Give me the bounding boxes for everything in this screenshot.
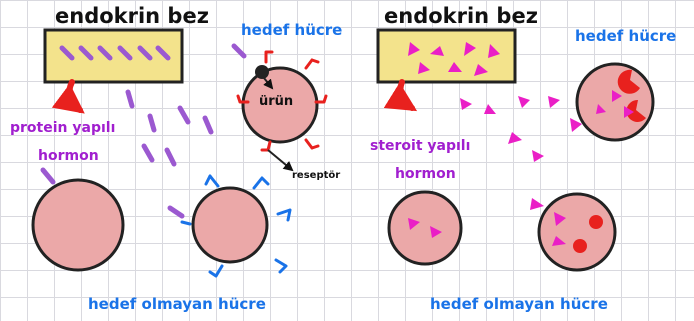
right-gland-label: endokrin bez — [384, 4, 538, 28]
right-target-hormones — [596, 90, 634, 118]
product-label: ürün — [259, 94, 293, 109]
left-target-label: hedef hücre — [241, 21, 342, 39]
protein-hormone-label-line1: protein yapılı — [10, 120, 115, 136]
blue-receptors — [180, 174, 292, 278]
left-target-receptors — [236, 50, 328, 152]
product-arrow — [263, 77, 274, 90]
steroid-hormones-circulating — [460, 96, 582, 210]
right-target-cell — [575, 62, 655, 142]
right-target-label: hedef hücre — [575, 27, 676, 45]
right-nontarget-red-receptors — [573, 215, 603, 253]
right-nontarget-label: hedef olmayan hücre — [430, 295, 608, 313]
receptor-pointer-arrow — [267, 149, 294, 172]
right-secretion-arrow — [383, 79, 418, 112]
protein-hormones-circulating — [40, 43, 247, 219]
right-nontarget-cell-plain — [387, 190, 463, 266]
left-gland-label: endokrin bez — [55, 4, 209, 28]
right-nontarget-hormones-b — [552, 212, 566, 246]
protein-hormones-in-gland — [59, 45, 171, 61]
protein-hormone-label-line2: hormon — [38, 148, 99, 164]
right-nontarget-hormones-a — [408, 218, 442, 238]
left-nontarget-cell-plain — [31, 178, 125, 272]
left-target-cell — [241, 66, 319, 144]
left-endocrine-gland — [43, 28, 184, 84]
left-nontarget-label: hedef olmayan hücre — [88, 295, 266, 313]
right-nontarget-cell-receptors — [537, 192, 617, 272]
steroid-hormones-in-gland — [408, 42, 500, 76]
right-target-receptors — [617, 69, 646, 122]
steroid-hormone-label-line2: hormon — [395, 166, 456, 182]
left-nontarget-cell-blue-receptors — [191, 186, 269, 264]
right-endocrine-gland — [376, 28, 517, 84]
left-secretion-arrow — [51, 79, 85, 114]
steroid-hormone-label-line1: steroit yapılı — [370, 138, 470, 154]
bound-hormone-dot — [255, 65, 269, 79]
receptor-label: reseptör — [292, 170, 340, 181]
